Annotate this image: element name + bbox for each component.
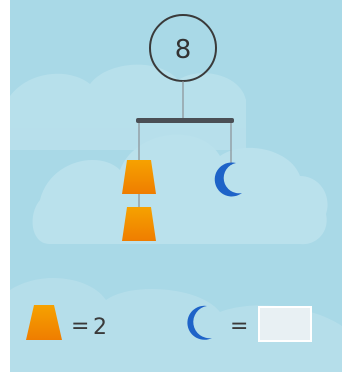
total-node: 8 xyxy=(149,14,217,82)
clouds xyxy=(10,64,342,372)
moon-equation: = xyxy=(187,305,248,340)
crescent-moon-icon xyxy=(187,305,212,340)
mobile-puzzle: 8 = 2 = xyxy=(10,14,342,372)
trapezoid-icon xyxy=(122,207,156,241)
equals-sign: = xyxy=(230,314,248,339)
mobile-strings xyxy=(138,81,232,207)
mobile-beam xyxy=(136,118,234,123)
total-value: 8 xyxy=(175,35,192,65)
moon-answer-input[interactable] xyxy=(258,306,312,342)
trapezoid-equation: = 2 xyxy=(26,305,107,340)
trapezoid-value: 2 xyxy=(93,315,107,340)
trapezoid-icon xyxy=(122,160,156,194)
equals-sign: = xyxy=(71,314,89,339)
crescent-moon-icon xyxy=(214,162,242,197)
trapezoid-icon xyxy=(26,305,62,340)
puzzle-scene: 8 = 2 = xyxy=(10,0,342,372)
